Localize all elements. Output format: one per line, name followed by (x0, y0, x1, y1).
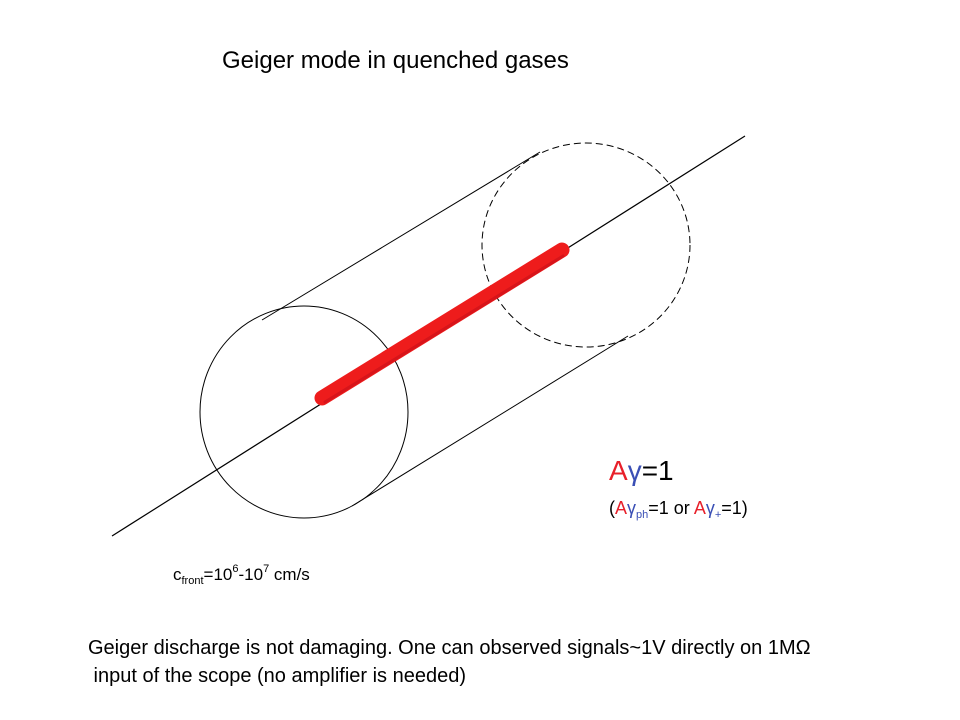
gain-formula-alternatives: (Aγph=1 or Aγ+=1) (609, 498, 748, 521)
gain-formula: Aγ=1 (609, 455, 674, 486)
front-speed-label: cfront=106-107 cm/s (173, 563, 310, 587)
description-text: Geiger discharge is not damaging. One ca… (88, 634, 811, 690)
description-line-2: input of the scope (no amplifier is need… (88, 665, 466, 687)
cylinder-bottom-edge (351, 335, 629, 507)
slide-title: Geiger mode in quenched gases (222, 47, 569, 74)
discharge-column (314, 242, 570, 406)
description-line-1: Geiger discharge is not damaging. One ca… (88, 637, 811, 659)
cylinder-far-end (481, 142, 691, 348)
cylinder-near-end (199, 305, 409, 519)
discharge-highlight (323, 254, 565, 404)
cylinder-top-edge (261, 151, 541, 321)
